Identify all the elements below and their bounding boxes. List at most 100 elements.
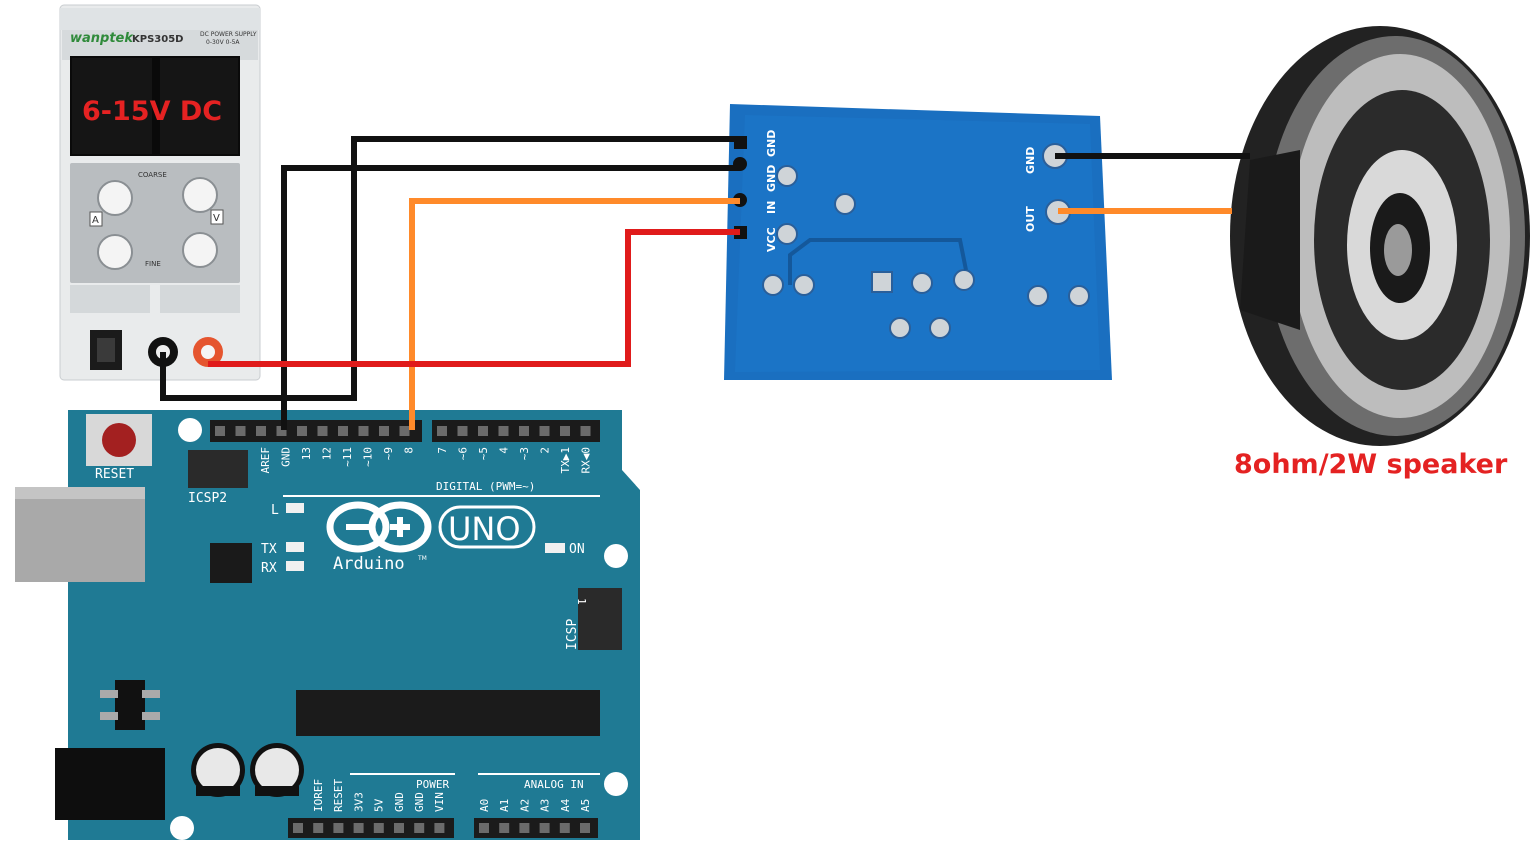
wire-black-psu-to-module — [160, 136, 740, 401]
header-pin-hole[interactable] — [297, 426, 307, 436]
header-pin-hole[interactable] — [437, 426, 447, 436]
header-pin-hole[interactable] — [235, 426, 246, 436]
header-pin-hole[interactable] — [580, 823, 590, 833]
wire-orange-pin8-to-module-in — [409, 198, 740, 430]
header-pin-hole[interactable] — [276, 426, 287, 436]
analog-header[interactable] — [474, 818, 598, 838]
icsp-pin1-label: 1 — [575, 598, 588, 605]
power-pin-label: 5V — [373, 798, 386, 812]
header-pin-hole[interactable] — [559, 823, 570, 833]
power-header[interactable] — [288, 818, 454, 838]
led-rx-label: RX — [261, 561, 277, 576]
header-pin-hole[interactable] — [215, 426, 225, 436]
digital-title: DIGITAL (PWM=~) — [436, 480, 535, 493]
module-pin-label-out: OUT — [1024, 206, 1037, 232]
arduino-logo — [326, 501, 536, 553]
header-pin-hole[interactable] — [317, 426, 328, 436]
header-pin-hole[interactable] — [519, 823, 530, 833]
wire-red-psu-to-module-vcc — [208, 229, 740, 367]
module-pin-label-gnd2: GND — [765, 165, 778, 192]
digital-pin-label: 13 — [300, 447, 313, 460]
analog-pin-label: A2 — [518, 799, 531, 812]
icsp-label: ICSP — [565, 619, 580, 650]
header-pin-hole[interactable] — [498, 426, 509, 436]
knob-current-fine[interactable] — [97, 234, 133, 270]
fine-label: FINE — [145, 260, 161, 268]
analog-pin-label: A4 — [559, 798, 572, 812]
power-title: POWER — [416, 778, 449, 791]
mcu-chip — [296, 690, 600, 736]
digital-pin-label: GND — [280, 447, 293, 467]
header-pin-hole[interactable] — [358, 426, 369, 436]
header-pin-hole[interactable] — [560, 426, 570, 436]
module-pin-label-vcc: VCC — [765, 227, 778, 252]
digital-pin-label: ~3 — [518, 447, 531, 460]
header-pin-hole[interactable] — [333, 823, 344, 833]
header-pin-hole[interactable] — [373, 823, 384, 833]
header-pin-hole[interactable] — [379, 426, 389, 436]
speaker — [1230, 26, 1530, 446]
header-pin-hole[interactable] — [256, 426, 266, 436]
arduino-brand-label: Arduino — [333, 554, 405, 574]
digital-pin-label: TX▶1 — [559, 447, 572, 474]
header-pin-hole[interactable] — [478, 426, 488, 436]
header-pin-hole[interactable] — [479, 823, 489, 833]
digital-pin-label: ~9 — [382, 447, 395, 460]
header-pin-hole[interactable] — [338, 426, 348, 436]
header-pin-hole[interactable] — [519, 426, 529, 436]
digital-header-1[interactable] — [210, 420, 422, 442]
knob-voltage-fine[interactable] — [182, 232, 218, 268]
header-pin-hole[interactable] — [434, 823, 445, 833]
digital-pin-label: ~5 — [477, 447, 490, 460]
power-supply-model: KPS305D — [132, 34, 183, 45]
digital-pin-label: 2 — [539, 447, 552, 454]
header-pin-hole[interactable] — [457, 426, 468, 436]
digital-pin-label: 8 — [403, 447, 416, 454]
module-pin-label-in: IN — [765, 201, 778, 214]
knob-voltage-coarse[interactable] — [182, 177, 218, 213]
knob-current-coarse[interactable] — [97, 180, 133, 216]
voltage-label: 6-15V DC — [82, 96, 222, 127]
wires — [160, 136, 1250, 430]
digital-header-2[interactable] — [432, 420, 600, 442]
digital-pin-label: ~10 — [362, 447, 375, 467]
header-pin-hole[interactable] — [499, 823, 510, 833]
led-l-label: L — [271, 503, 279, 518]
usb-port — [15, 487, 145, 582]
header-pin-hole[interactable] — [539, 426, 550, 436]
header-pin-hole[interactable] — [353, 823, 364, 833]
power-pin-label: RESET — [332, 779, 345, 812]
amplifier-module: GND GND IN VCC GND OUT — [724, 104, 1112, 380]
header-pin-hole[interactable] — [580, 426, 591, 436]
power-pin-label: 3V3 — [352, 792, 365, 812]
power-pin-label: IOREF — [312, 779, 325, 812]
led-tx-label: TX — [261, 542, 277, 557]
volt-label: V — [213, 213, 220, 224]
header-pin-hole[interactable] — [313, 823, 324, 833]
power-supply-brand: wanptek — [70, 31, 134, 46]
reset-label: RESET — [95, 467, 134, 482]
digital-header-2-holes — [437, 426, 591, 436]
analog-pin-label: A0 — [478, 799, 491, 812]
analog-pin-label: A5 — [579, 799, 592, 812]
analog-pin-label: A3 — [539, 799, 552, 812]
icsp2-label: ICSP2 — [188, 491, 227, 506]
module-pin-label-gnd1: GND — [765, 130, 778, 157]
digital-pin-label: AREF — [259, 447, 272, 474]
led-rx — [286, 561, 304, 571]
power-jack — [55, 748, 165, 820]
amp-label: A — [92, 215, 99, 226]
header-pin-hole[interactable] — [539, 823, 550, 833]
header-pin-hole[interactable] — [399, 426, 410, 436]
power-pin-label: GND — [393, 792, 406, 812]
power-supply: wanptek KPS305D DC POWER SUPPLY 0-30V 0-… — [59, 4, 261, 381]
header-pin-hole[interactable] — [414, 823, 425, 833]
power-pin-label: VIN — [433, 792, 446, 812]
header-pin-hole[interactable] — [293, 823, 303, 833]
header-pin-hole[interactable] — [394, 823, 404, 833]
wire-black-arduino-gnd-to-module — [281, 165, 740, 430]
led-on-label: ON — [569, 542, 585, 557]
power-pin-label: GND — [413, 792, 426, 812]
led-tx — [286, 542, 304, 552]
